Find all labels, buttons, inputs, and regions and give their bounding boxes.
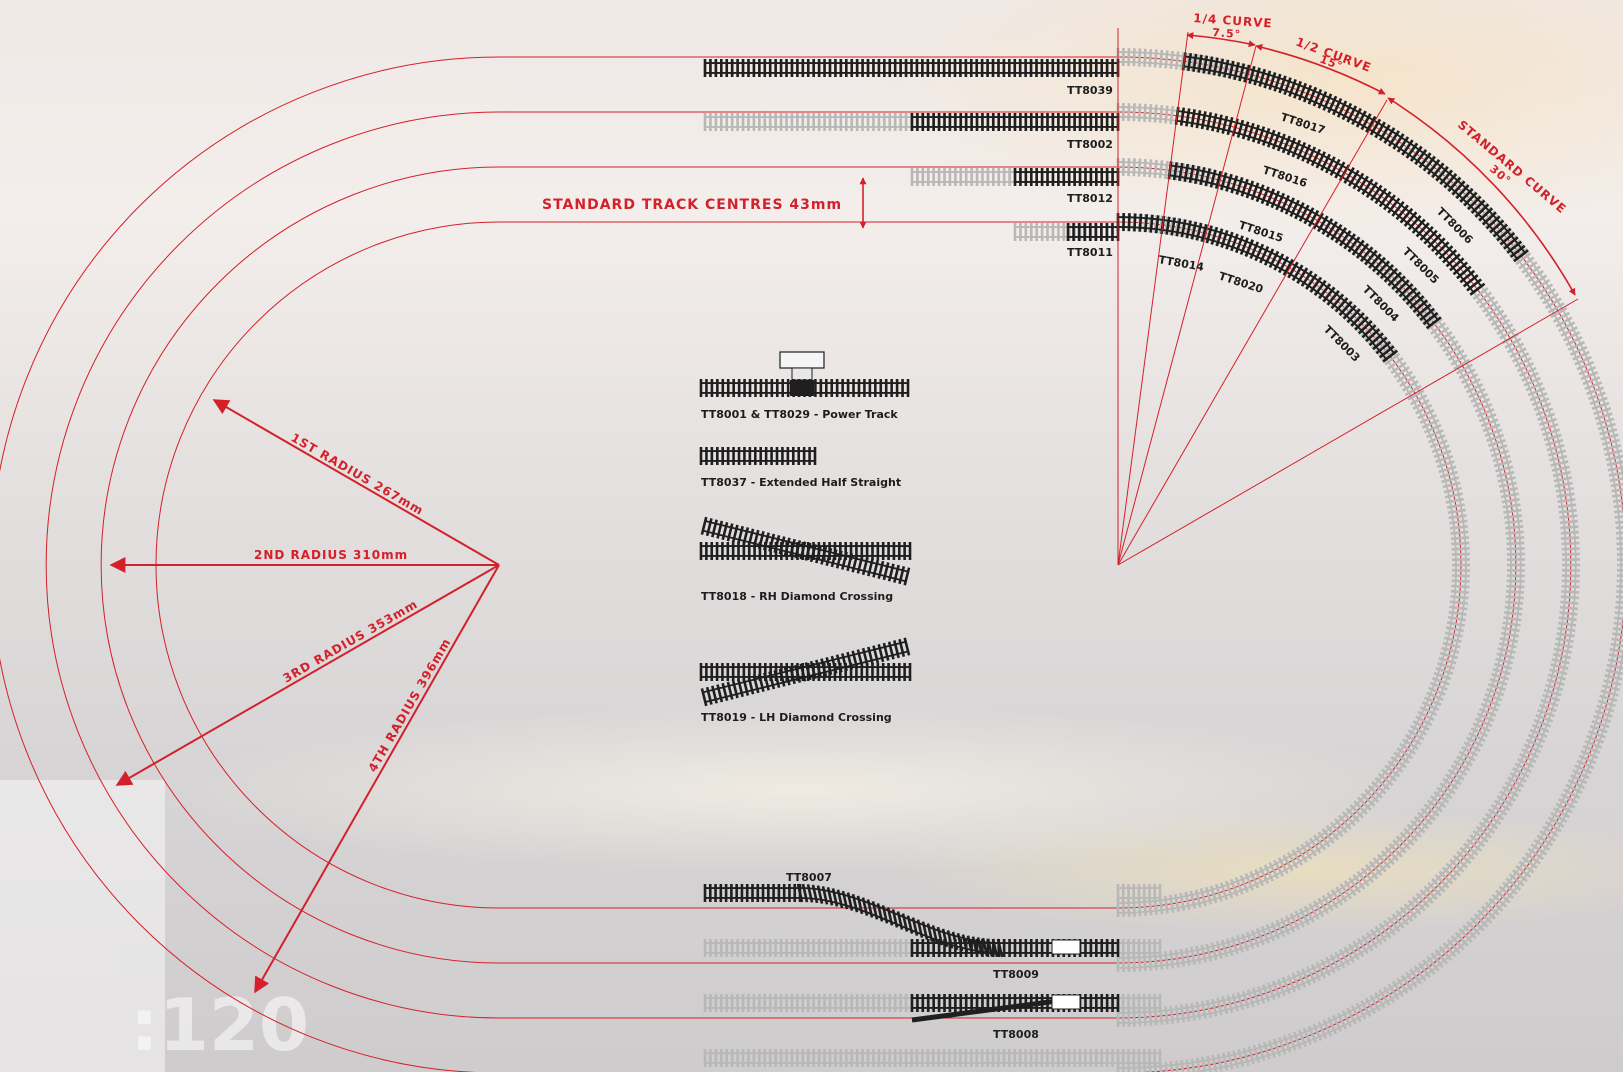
angle-guides bbox=[1117, 28, 1579, 566]
legend-power-track: TT8001 & TT8029 - Power Track bbox=[701, 408, 898, 421]
point-code: TT8007 bbox=[786, 871, 832, 884]
legend-extended-half: TT8037 - Extended Half Straight bbox=[701, 476, 901, 489]
radius-guides bbox=[109, 399, 500, 994]
scale-watermark: :120 bbox=[0, 780, 309, 1072]
straight-code: TT8039 bbox=[1067, 84, 1113, 97]
straight-code: TT8002 bbox=[1067, 138, 1113, 151]
quarter-curve-angle: 7.5° bbox=[1212, 26, 1242, 41]
scale-watermark-text: :120 bbox=[130, 983, 309, 1067]
track-centres-label: STANDARD TRACK CENTRES 43mm bbox=[542, 197, 842, 213]
radius2-label: 2ND RADIUS 310mm bbox=[254, 548, 408, 562]
ghost-track-layer bbox=[703, 48, 1623, 1072]
quarter-curve-label: 1/4 CURVE bbox=[1193, 11, 1273, 31]
radius1-arrow bbox=[212, 399, 500, 566]
curve-code: TT8005 bbox=[1400, 245, 1442, 287]
power-track-unit-icon bbox=[779, 351, 825, 396]
legend-rh-diamond: TT8018 - RH Diamond Crossing bbox=[701, 590, 893, 603]
point-code: TT8008 bbox=[993, 1028, 1039, 1041]
radius4-arrow bbox=[254, 564, 500, 994]
legend-lh-diamond: TT8019 - LH Diamond Crossing bbox=[701, 711, 892, 724]
curve-code: TT8020 bbox=[1217, 269, 1265, 296]
straight-code: TT8011 bbox=[1067, 246, 1113, 259]
radius3-arrow bbox=[115, 564, 500, 786]
curve-code: TT8017 bbox=[1279, 110, 1327, 137]
straight-code: TT8012 bbox=[1067, 192, 1113, 205]
point-code: TT8009 bbox=[993, 968, 1039, 981]
curve-code: TT8014 bbox=[1157, 253, 1205, 274]
radius1-label: 1ST RADIUS 267mm bbox=[289, 430, 427, 518]
radius3-label: 3RD RADIUS 353mm bbox=[281, 597, 421, 686]
curve-span-arcs bbox=[1186, 32, 1576, 296]
curve-code: TT8016 bbox=[1261, 163, 1309, 190]
radius4-label: 4TH RADIUS 396mm bbox=[365, 636, 453, 775]
legend-track-pieces bbox=[699, 351, 912, 707]
